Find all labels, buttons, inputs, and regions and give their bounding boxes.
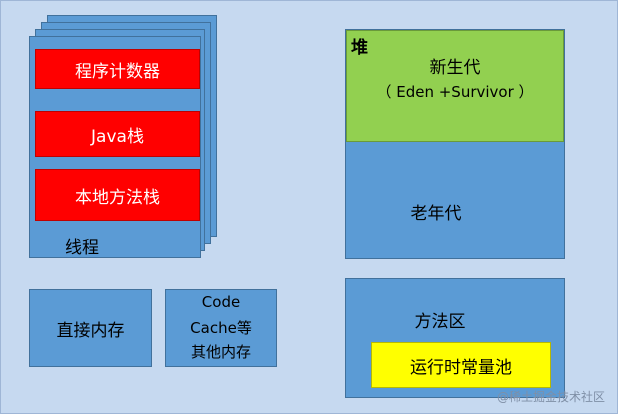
- heap-title: 堆: [351, 38, 368, 58]
- young-gen-label: 新生代: [429, 58, 481, 78]
- java-stack-bar: Java栈: [35, 111, 200, 157]
- method-area-title: 方法区: [414, 312, 466, 332]
- code-cache-line1: Code: [201, 293, 241, 311]
- code-cache-box: [165, 289, 277, 367]
- direct-memory-box: [29, 289, 152, 367]
- direct-memory-label: 直接内存: [56, 321, 125, 341]
- code-cache-line3: 其他内存: [190, 343, 251, 361]
- runtime-constant-pool: 运行时常量池: [371, 342, 551, 388]
- code-cache-line2: Cache等: [190, 319, 252, 337]
- program-counter-bar: 程序计数器: [35, 49, 200, 89]
- young-gen-detail: （ Eden +Survivor ）: [376, 83, 534, 101]
- old-gen-label: 老年代: [410, 204, 462, 224]
- thread-label: 线程: [65, 238, 99, 258]
- native-method-stack-bar: 本地方法栈: [35, 169, 200, 221]
- watermark: @稀土掘金技术社区: [496, 390, 605, 404]
- young-gen-region: [346, 30, 564, 142]
